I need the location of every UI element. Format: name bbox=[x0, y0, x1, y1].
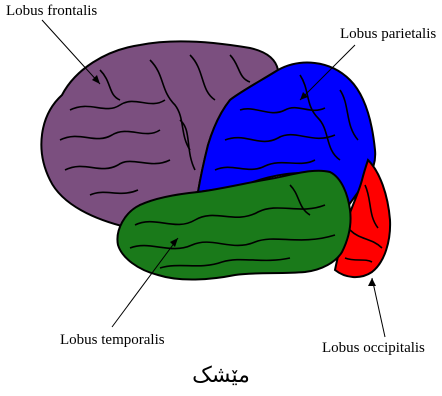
label-lobus-frontalis: Lobus frontalis bbox=[6, 4, 97, 19]
label-lobus-temporalis: Lobus temporalis bbox=[60, 333, 165, 348]
pointer-frontal bbox=[42, 20, 100, 84]
pointer-occipital bbox=[372, 278, 385, 337]
caption: مێشک bbox=[0, 365, 442, 387]
arrowhead-occipital bbox=[368, 278, 376, 286]
label-lobus-occipitalis: Lobus occipitalis bbox=[322, 341, 425, 356]
label-lobus-parietalis: Lobus parietalis bbox=[340, 27, 436, 42]
